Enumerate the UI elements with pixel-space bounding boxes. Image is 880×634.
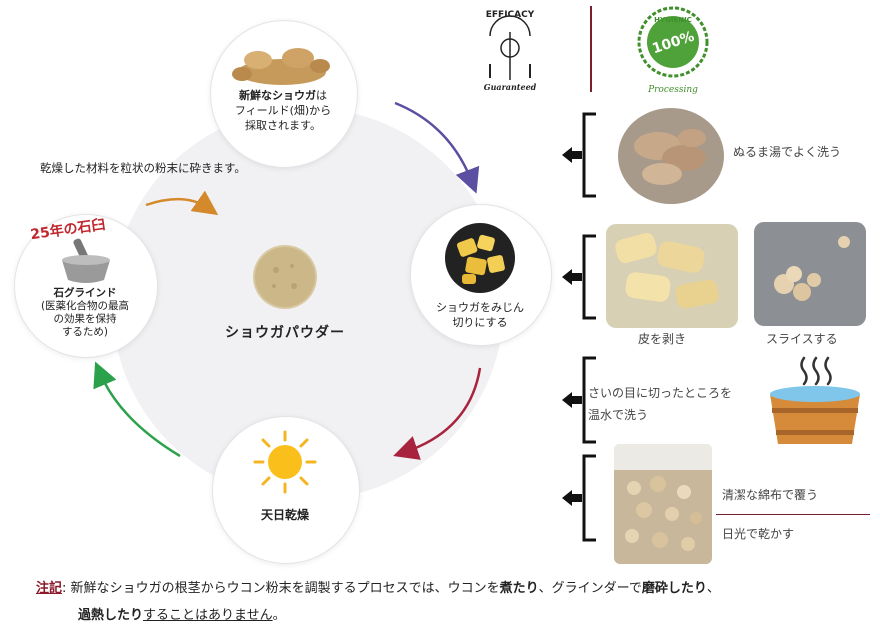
harvest-text: 新鮮なショウガは フィールド(畑)から 採取されます。 — [216, 88, 350, 133]
note-b2: 磨砕したり — [641, 581, 707, 596]
node-grind — [14, 214, 158, 358]
harvest-line2: フィールド(畑)から — [234, 104, 332, 117]
ginger-powder-icon — [253, 245, 317, 309]
note-p6: 。 — [272, 608, 286, 623]
hygienic-ring-text: HYGIENIC — [654, 16, 692, 24]
peeled-ginger-photo — [606, 224, 738, 328]
efficacy-badge-icon: EFFICACY Guaranteed — [484, 10, 537, 92]
process-brackets — [562, 112, 596, 542]
harvest-line1-bold: 新鮮なショウガ — [239, 89, 316, 102]
step-rinse-line1: さいの目に切ったところを — [588, 386, 733, 400]
harvest-line1-rest: は — [316, 89, 327, 102]
mortar-pestle-icon — [62, 238, 110, 283]
drying-ginger-image — [614, 444, 712, 551]
note-b1: 煮たり — [499, 581, 539, 596]
peeled-ginger-image — [615, 233, 719, 309]
grind-line2: の効果を保持 — [53, 313, 117, 325]
arrow-sun-to-grind — [93, 361, 181, 458]
step-cover-label: 清潔な綿布で覆う — [722, 488, 819, 502]
step-rinse-line2: 温水で洗う — [588, 408, 649, 422]
step-wash-label: ぬるま湯でよく洗う — [733, 145, 842, 159]
drying-ginger-photo — [614, 444, 712, 564]
efficacy-bottom-text: Guaranteed — [484, 82, 537, 92]
center-label: ショウガパウダー — [225, 325, 345, 341]
hygienic-bottom-text: Processing — [647, 85, 698, 94]
mince-line2: 切りにする — [452, 316, 508, 329]
note-p2: ショウガ — [109, 581, 162, 596]
mince-text: ショウガをみじん 切りにする — [418, 300, 542, 330]
efficacy-top-text: EFFICACY — [486, 10, 535, 20]
step-slice-label: スライスする — [766, 332, 838, 346]
step-peel-label: 皮を剥き — [638, 332, 687, 346]
grind-title: 石グラインド — [53, 287, 117, 299]
arrow-mince-to-sun — [393, 367, 482, 460]
note-p5: 、 — [706, 581, 720, 596]
sun-label: 天日乾燥 — [260, 508, 309, 522]
washed-ginger-image — [634, 129, 706, 185]
sun-icon — [253, 430, 317, 494]
note-label: 注記 — [36, 581, 63, 596]
node-harvest — [210, 20, 358, 168]
note-p3: の根茎からウコン粉末を調製するプロセスでは、ウコンを — [161, 581, 500, 596]
minced-ginger-icon — [445, 223, 515, 293]
note-b3: 過熱したり — [78, 608, 144, 623]
grind-text: 石グラインド (医薬化合物の最高 の効果を保持 するため) — [20, 287, 150, 339]
arrow-grind-to-center — [145, 190, 219, 216]
hot-water-tub-icon — [770, 356, 860, 444]
note-colon: : — [62, 581, 67, 596]
washed-ginger-photo — [618, 108, 724, 204]
badge-divider — [590, 6, 592, 92]
hygienic-badge-icon: HYGIENIC 100% Processing — [637, 6, 709, 94]
arrow-harvest-to-mince — [394, 101, 480, 194]
sliced-ginger-image — [774, 236, 850, 301]
note: 注記: 新鮮なショウガの根茎からウコン粉末を調製するプロセスでは、ウコンを煮たり… — [36, 575, 856, 629]
step-divider — [716, 514, 870, 515]
sliced-ginger-photo — [754, 222, 866, 326]
note-u1: することはありません — [143, 608, 273, 623]
grind-line1: (医薬化合物の最高 — [40, 300, 130, 312]
harvest-line3: 採取されます。 — [245, 119, 321, 132]
mince-line1: ショウガをみじん — [436, 301, 524, 314]
note-p1: 新鮮な — [70, 581, 110, 596]
grind-line3: するため) — [61, 326, 109, 338]
grind-caption: 乾燥した材料を粒状の粉末に砕きます。 — [40, 161, 246, 175]
step-rinse-text: さいの目に切ったところを 温水で洗う — [588, 382, 732, 426]
note-p4: 、グラインダーで — [538, 581, 642, 596]
step-dry-label: 日光で乾かす — [722, 527, 795, 541]
ginger-root-icon — [232, 48, 330, 85]
